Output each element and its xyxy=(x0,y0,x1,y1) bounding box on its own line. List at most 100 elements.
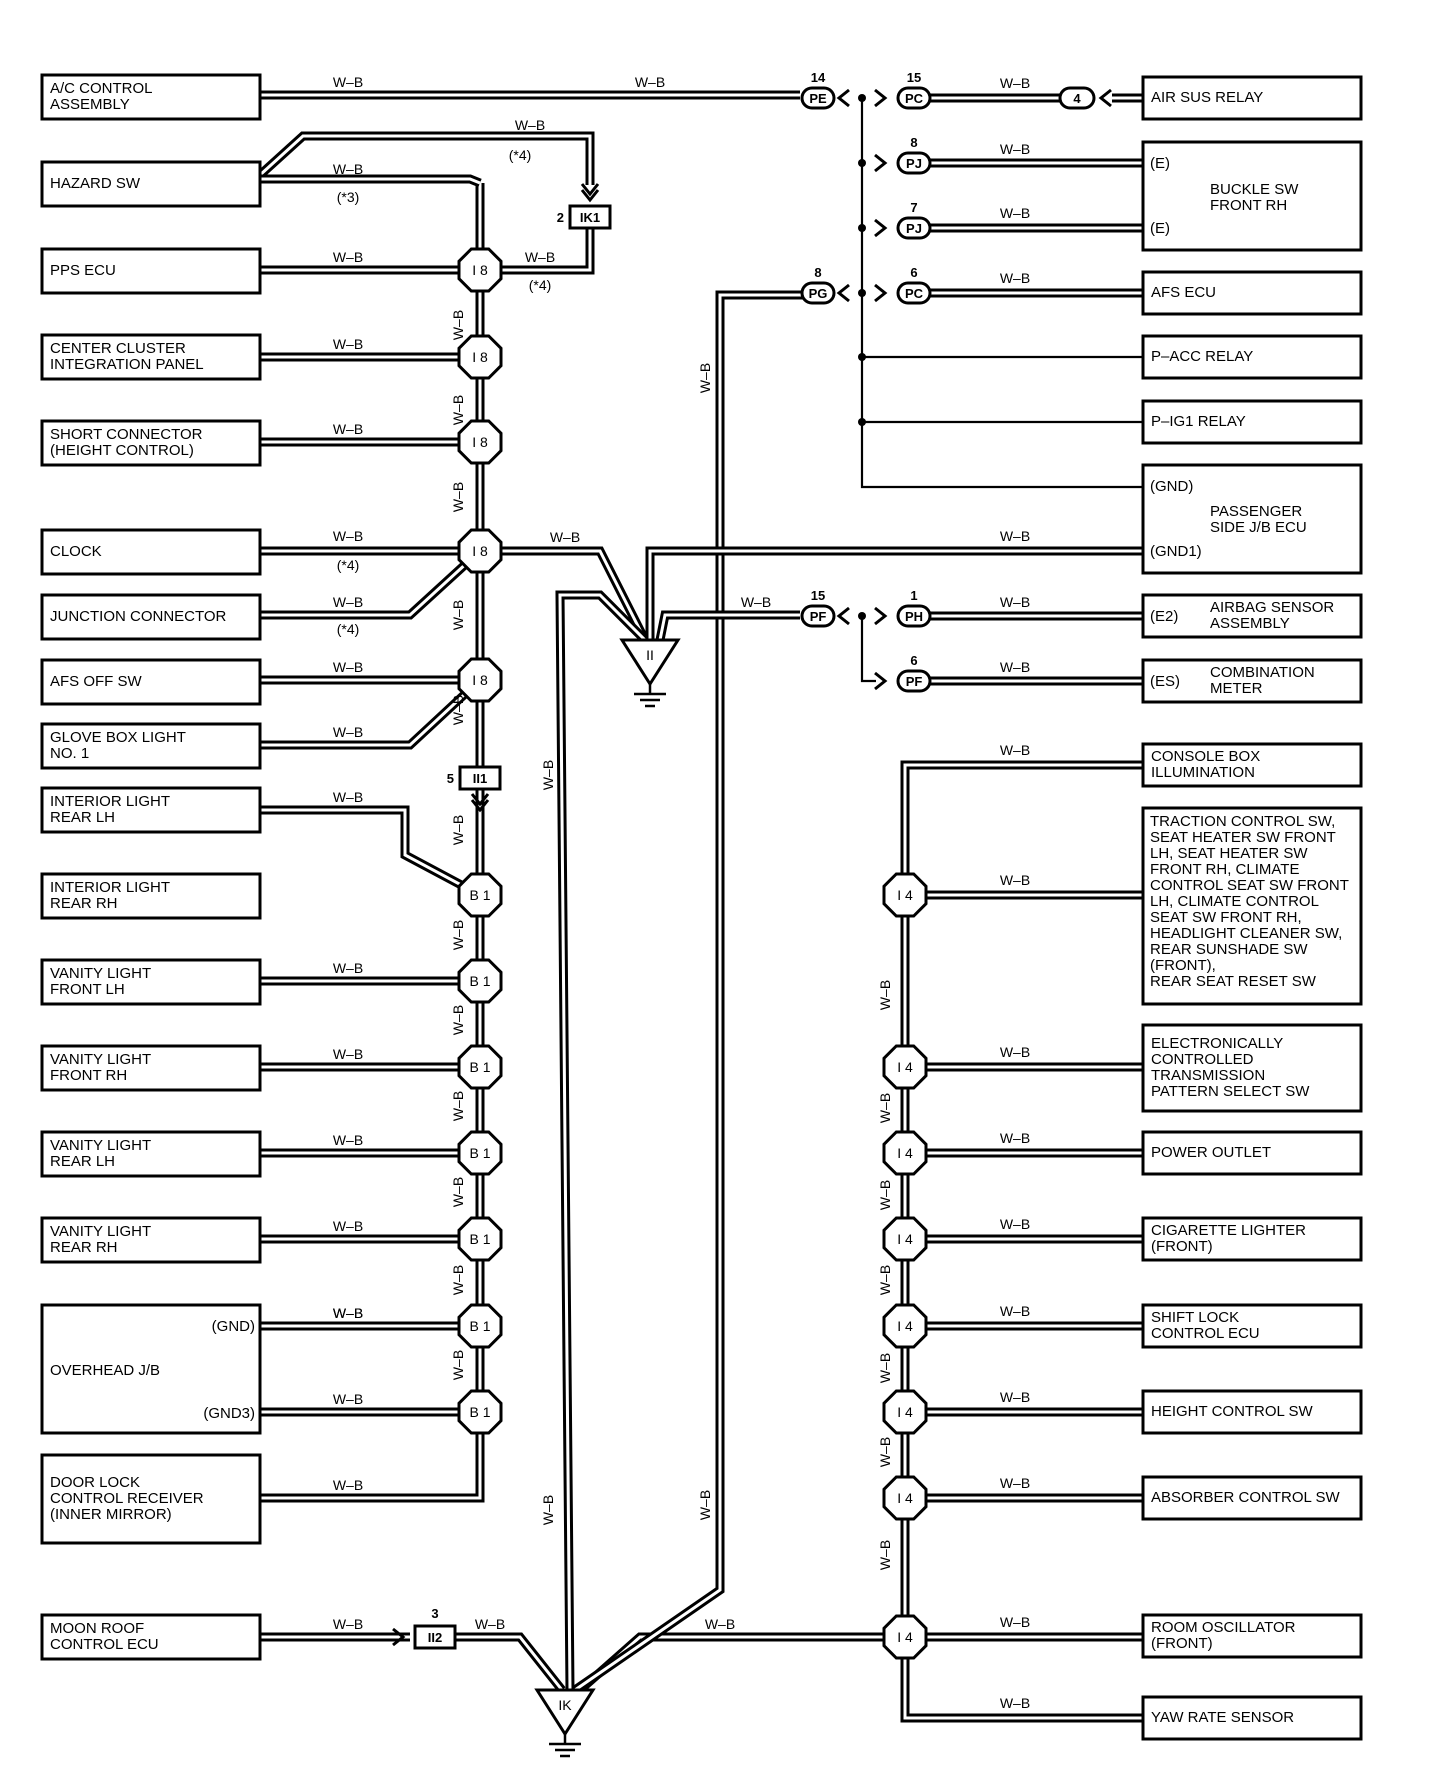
component-center-cluster-text: CENTER CLUSTER xyxy=(50,340,186,357)
wire-color-label: W–B xyxy=(1000,872,1030,888)
component-cigarette-lighter xyxy=(1141,1216,1363,1262)
component-vanity-front-rh-text: VANITY LIGHT xyxy=(50,1051,151,1068)
component-cigarette-lighter-text: CIGARETTE LIGHTER xyxy=(1151,1222,1306,1239)
component-interior-light-rh xyxy=(40,872,262,920)
wire-color-label: W–B xyxy=(741,594,771,610)
wire-pg-ik-core xyxy=(574,293,806,1692)
wire-color-label: W–B xyxy=(1000,270,1030,286)
wire-color-label: W–B xyxy=(877,1265,893,1295)
wire-color-label: W–B xyxy=(333,336,363,352)
connector-4-label: 4 xyxy=(1073,91,1081,106)
connector-pc-6-label: PC xyxy=(905,286,924,301)
wire-color-label: W–B xyxy=(1000,1216,1030,1232)
connector-pf-15-label: PF xyxy=(810,609,827,624)
junction-i4-label: I 4 xyxy=(897,887,913,903)
component-glove-box-light xyxy=(40,722,262,770)
note-label: (*3) xyxy=(337,189,360,205)
wire-ii2-ik-core xyxy=(455,1635,564,1691)
wire-color-label: W–B xyxy=(1000,1044,1030,1060)
connector-ii2-label: II2 xyxy=(428,1630,442,1645)
wire-color-label: W–B xyxy=(333,1616,363,1632)
connector-pj-7-label: PJ xyxy=(906,221,922,236)
component-traction-control-sw-text: SEAT SW FRONT RH, xyxy=(1150,909,1302,926)
connector-pe-label: PE xyxy=(809,91,827,106)
wire-hazard-ik1-core xyxy=(258,134,592,185)
ii2-pin: 3 xyxy=(431,1606,438,1621)
junction-i4 xyxy=(882,1130,928,1176)
wire-color-label: W–B xyxy=(697,363,713,393)
component-overhead-jb-pin: (GND3) xyxy=(203,1405,255,1422)
component-airbag-sensor xyxy=(1141,593,1363,639)
component-vanity-rear-lh xyxy=(40,1130,262,1178)
junction-i8 xyxy=(457,528,503,574)
junction-b1-label: B 1 xyxy=(469,1404,490,1420)
arrow xyxy=(874,153,888,173)
component-combination-meter-pin: (ES) xyxy=(1150,673,1180,690)
component-afs-ecu-text: AFS ECU xyxy=(1151,284,1216,301)
wire-color-label: W–B xyxy=(877,1540,893,1570)
junction-i8 xyxy=(457,247,503,293)
junction-i8-label: I 8 xyxy=(472,434,488,450)
wire-color-label: W–B xyxy=(1000,1389,1030,1405)
component-interior-light-rh-text: INTERIOR LIGHT xyxy=(50,879,170,896)
wire-color-label: W–B xyxy=(333,249,363,265)
wire-color-label: W–B xyxy=(333,594,363,610)
component-combination-meter-text: COMBINATION xyxy=(1210,664,1315,681)
component-shift-lock-ecu-text: CONTROL ECU xyxy=(1151,1325,1260,1342)
wire-color-label: W–B xyxy=(450,815,466,845)
connector-pj-8 xyxy=(896,151,932,175)
wire-color-label: W–B xyxy=(697,1490,713,1520)
wire-color-label: W–B xyxy=(450,1265,466,1295)
wire-doorlock-core xyxy=(260,1412,482,1500)
component-airbag-sensor-text: ASSEMBLY xyxy=(1210,615,1290,632)
ground-ii xyxy=(619,638,681,687)
component-traction-control-sw-text: REAR SEAT RESET SW xyxy=(1150,973,1317,990)
wire-ik1-i8-core xyxy=(480,228,592,272)
wire-gnd1-core xyxy=(648,549,1143,640)
wire-illh-core xyxy=(260,808,481,897)
component-airbag-sensor-text: AIRBAG SENSOR xyxy=(1210,599,1334,616)
component-short-connector-text: SHORT CONNECTOR xyxy=(50,426,203,443)
component-vanity-front-lh-text: FRONT LH xyxy=(50,981,125,998)
splice-dot xyxy=(858,418,866,426)
component-door-lock-receiver-text: CONTROL RECEIVER xyxy=(50,1490,204,1507)
component-clock-text: CLOCK xyxy=(50,543,102,560)
note-label: (*4) xyxy=(509,147,532,163)
splice-dot xyxy=(858,94,866,102)
component-vanity-rear-rh-text: VANITY LIGHT xyxy=(50,1223,151,1240)
junction-b1 xyxy=(457,872,503,918)
wire-i8-ii-core xyxy=(480,549,647,641)
component-p-ig1-relay-text: P–IG1 RELAY xyxy=(1151,413,1246,430)
wire-illh xyxy=(260,805,483,899)
wire-color-label: W–B xyxy=(877,1180,893,1210)
wire-color-label: W–B xyxy=(333,659,363,675)
component-passenger-jb-ecu-pin: (GND) xyxy=(1150,478,1193,495)
component-passenger-jb-ecu-text: PASSENGER xyxy=(1210,503,1302,520)
arrow xyxy=(874,671,888,691)
connector-ph-pin: 1 xyxy=(910,588,917,603)
wire-color-label: W–B xyxy=(1000,659,1030,675)
connector-pj-7-pin: 7 xyxy=(910,200,917,215)
component-center-cluster xyxy=(40,333,262,381)
junction-b1 xyxy=(457,1216,503,1262)
wire-doorlock xyxy=(260,1412,485,1503)
junction-i4-label: I 4 xyxy=(897,1059,913,1075)
component-door-lock-receiver-text: DOOR LOCK xyxy=(50,1474,140,1491)
component-interior-light-lh xyxy=(40,786,262,834)
wire-color-label: W–B xyxy=(333,1046,363,1062)
component-buckle-sw-pin: (E) xyxy=(1150,220,1170,237)
junction-b1-label: B 1 xyxy=(469,1231,490,1247)
component-traction-control-sw-text: FRONT RH, CLIMATE xyxy=(1150,861,1299,878)
junction-i4-label: I 4 xyxy=(897,1145,913,1161)
component-p-acc-relay xyxy=(1141,334,1363,380)
wire-color-label: W–B xyxy=(450,395,466,425)
wire-color-label: W–B xyxy=(333,724,363,740)
component-vanity-rear-lh-text: VANITY LIGHT xyxy=(50,1137,151,1154)
note-label: (*4) xyxy=(337,621,360,637)
junction-b1 xyxy=(457,958,503,1004)
component-center-cluster-text: INTEGRATION PANEL xyxy=(50,356,204,373)
wire-color-label: W–B xyxy=(1000,1614,1030,1630)
component-glove-box-light-text: GLOVE BOX LIGHT xyxy=(50,729,186,746)
component-airbag-sensor-pin: (E2) xyxy=(1150,608,1178,625)
wire-color-label: W–B xyxy=(540,1495,556,1525)
